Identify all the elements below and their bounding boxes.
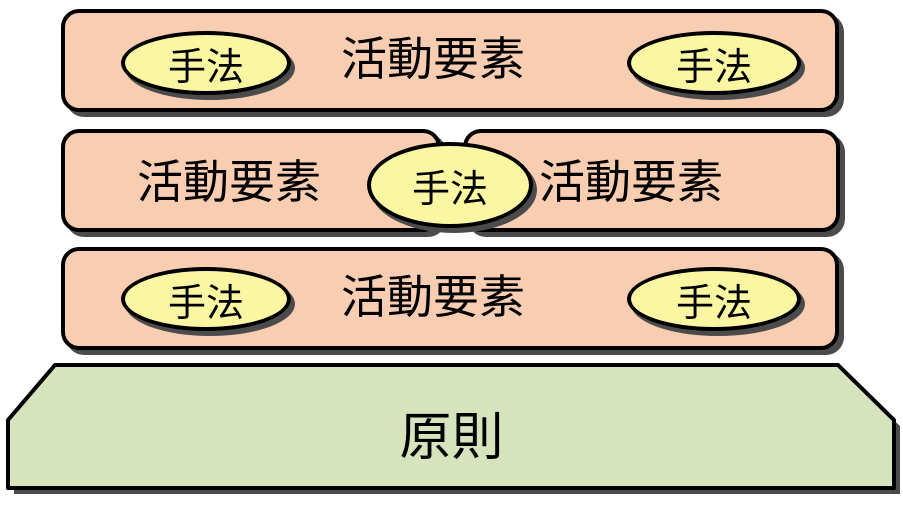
activity-element-label-middle-right: 活動要素 bbox=[539, 155, 723, 209]
principle-shape bbox=[6, 363, 896, 490]
technique-middle-center: 手法 bbox=[367, 142, 533, 228]
technique-bottom-right: 手法 bbox=[627, 267, 801, 331]
activity-element-label-bottom: 活動要素 bbox=[341, 270, 525, 324]
principle-label: 原則 bbox=[399, 408, 504, 468]
technique-top-right: 手法 bbox=[627, 31, 801, 95]
activity-element-label-middle-left: 活動要素 bbox=[137, 155, 321, 209]
technique-bottom-left: 手法 bbox=[121, 267, 291, 331]
activity-element-label-top: 活動要素 bbox=[341, 32, 525, 86]
technique-top-left: 手法 bbox=[121, 31, 291, 95]
